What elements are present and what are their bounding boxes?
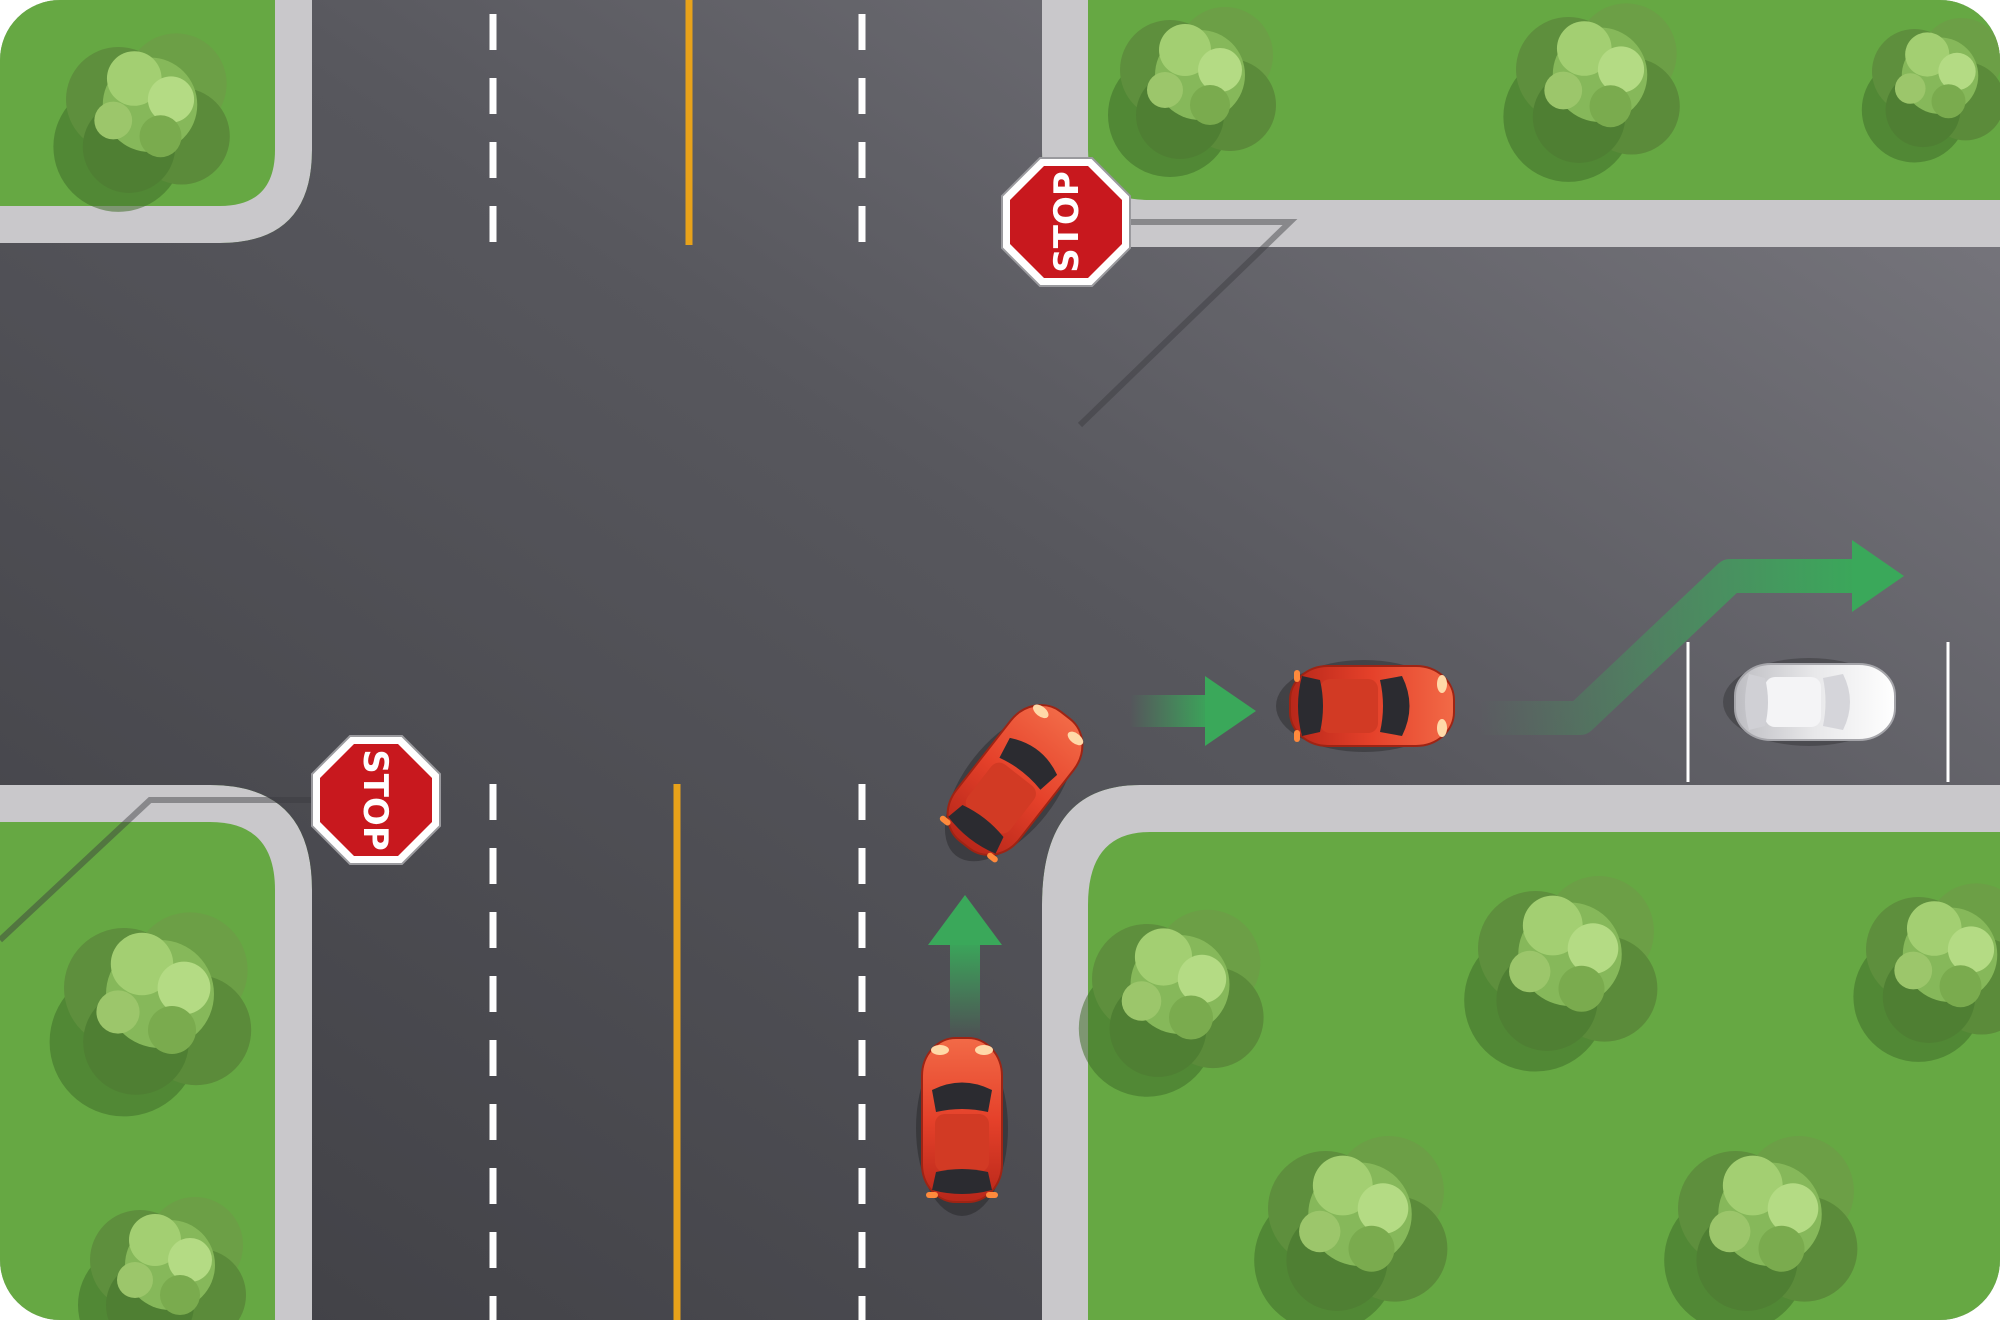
red-car-straight — [1275, 659, 1455, 753]
arrow-up-icon — [928, 895, 1002, 1040]
stop-sign-bottom-left-label: STOP — [355, 749, 395, 851]
lane-dashes-south — [489, 784, 866, 1320]
white-car-icon — [1722, 657, 1896, 747]
lane-dashes-north — [489, 14, 866, 245]
arrow-right-icon — [1130, 676, 1256, 746]
arrow-lane-change-icon — [1480, 540, 1904, 735]
red-car-icon — [915, 1037, 1009, 1217]
sign-shadow-top — [1077, 219, 1298, 428]
stop-sign-bottom-left: STOP — [311, 735, 441, 865]
sign-shadow-bottom — [0, 797, 320, 943]
stop-sign-top-right-label: STOP — [1047, 171, 1087, 273]
red-car-start — [915, 1037, 1009, 1217]
parked-white-car — [1722, 657, 1896, 747]
red-car-icon — [1275, 659, 1455, 753]
stop-sign-top-right: STOP — [1001, 157, 1131, 287]
